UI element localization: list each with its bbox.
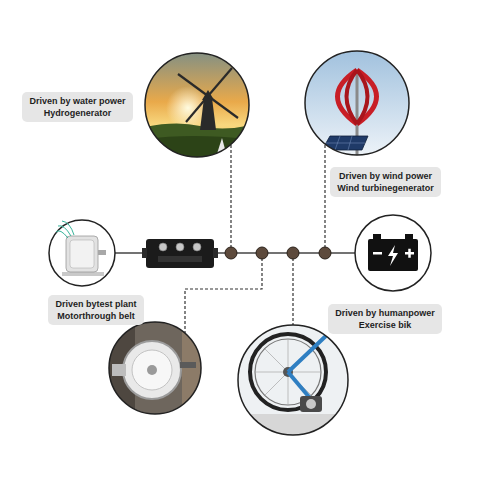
label-heading: Driven by wind power	[339, 170, 432, 182]
junction-dot	[225, 247, 331, 259]
label-heading: Driven by humanpower	[335, 307, 435, 319]
generator-picture	[49, 220, 115, 286]
label-box: Driven by water powerHydrogenerator	[22, 92, 133, 122]
label-heading: Driven bytest plant	[55, 298, 136, 310]
exercise-bike-picture	[235, 322, 351, 438]
wind-turbine-picture	[300, 48, 415, 163]
label-box: Driven by humanpowerExercise bik	[328, 304, 442, 334]
label-heading: Driven by water power	[29, 95, 125, 107]
windmill-picture	[140, 50, 255, 165]
label-subtext: Hydrogenerator	[44, 107, 112, 119]
rectifier-picture	[142, 239, 218, 268]
label-subtext: Wind turbinegenerator	[337, 182, 433, 194]
label-subtext: Motorthrough belt	[57, 310, 134, 322]
label-box: Driven bytest plantMotorthrough belt	[48, 295, 144, 325]
label-box: Driven by wind powerWind turbinegenerato…	[330, 167, 441, 197]
battery-picture	[355, 215, 431, 291]
dashed-wire	[185, 144, 325, 333]
label-subtext: Exercise bik	[359, 319, 412, 331]
test-plant-picture	[105, 320, 205, 420]
